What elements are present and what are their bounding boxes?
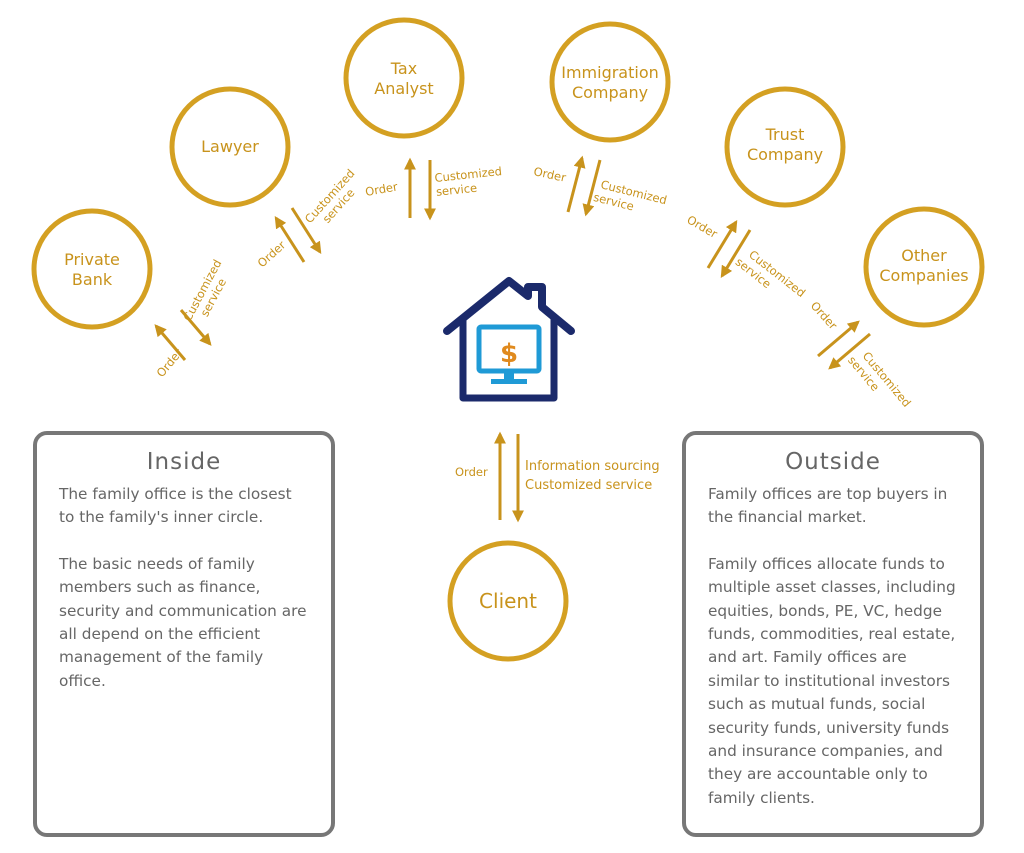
house-monitor-dollar-icon: $ (443, 277, 575, 402)
svg-text:Customizedservice: Customizedservice (733, 244, 808, 311)
arrows-trust-company: Order Customizedservice (685, 212, 809, 311)
svg-text:Customizedservice: Customizedservice (434, 164, 504, 199)
inside-title: Inside (146, 449, 222, 475)
inside-panel: Inside The family office is the closest … (33, 431, 335, 837)
outside-paragraph: Family offices are top buyers in the fin… (708, 485, 948, 527)
arrows-immigration-company: Order Customizedservice (532, 155, 668, 221)
inside-paragraph: The family office is the closest to the … (59, 485, 292, 527)
arrows-client: Order Information sourcing Customized se… (455, 431, 660, 523)
node-label: Trust (765, 125, 805, 144)
svg-text:$: $ (500, 339, 518, 369)
node-label: Company (747, 145, 823, 164)
order-label: Order (154, 346, 186, 380)
order-label: Order (532, 164, 567, 185)
svg-text:Customizedservice: Customizedservice (302, 166, 367, 234)
node-label: Companies (879, 266, 968, 285)
order-label: Order (685, 212, 721, 241)
svg-text:Customizedservice: Customizedservice (180, 257, 236, 329)
node-label: Bank (72, 270, 113, 289)
order-label: Order (808, 299, 840, 333)
node-label: Company (572, 83, 648, 102)
outside-paragraph: Family offices allocate funds to multipl… (708, 554, 956, 807)
outside-title: Outside (785, 449, 881, 475)
customized-service-label: Customized service (525, 478, 652, 493)
order-label: Order (364, 179, 399, 199)
service-label: service (435, 181, 477, 199)
order-label: Order (255, 238, 289, 270)
node-label: Tax (390, 59, 417, 78)
node-lawyer: Lawyer (169, 86, 291, 208)
node-label: Lawyer (201, 137, 259, 156)
node-label: Private (64, 250, 120, 269)
arrows-tax-analyst: Order Customizedservice (364, 157, 504, 221)
information-sourcing-label: Information sourcing (525, 459, 660, 474)
outside-panel: Outside Family offices are top buyers in… (682, 431, 984, 837)
arrows-private-bank: Order Customizedservice (154, 257, 236, 380)
node-label: Immigration (561, 63, 659, 82)
node-label: Analyst (374, 79, 433, 98)
node-client: Client (447, 540, 569, 662)
svg-text:Lawyer: Lawyer (201, 137, 259, 156)
svg-text:Customizedservice: Customizedservice (845, 344, 914, 418)
inside-paragraph: The basic needs of family members such a… (59, 554, 307, 690)
svg-text:Customizedservice: Customizedservice (592, 176, 668, 221)
order-label: Order (455, 465, 488, 479)
node-label: Other (901, 246, 947, 265)
svg-text:Client: Client (479, 589, 537, 613)
node-label: Client (479, 589, 537, 613)
